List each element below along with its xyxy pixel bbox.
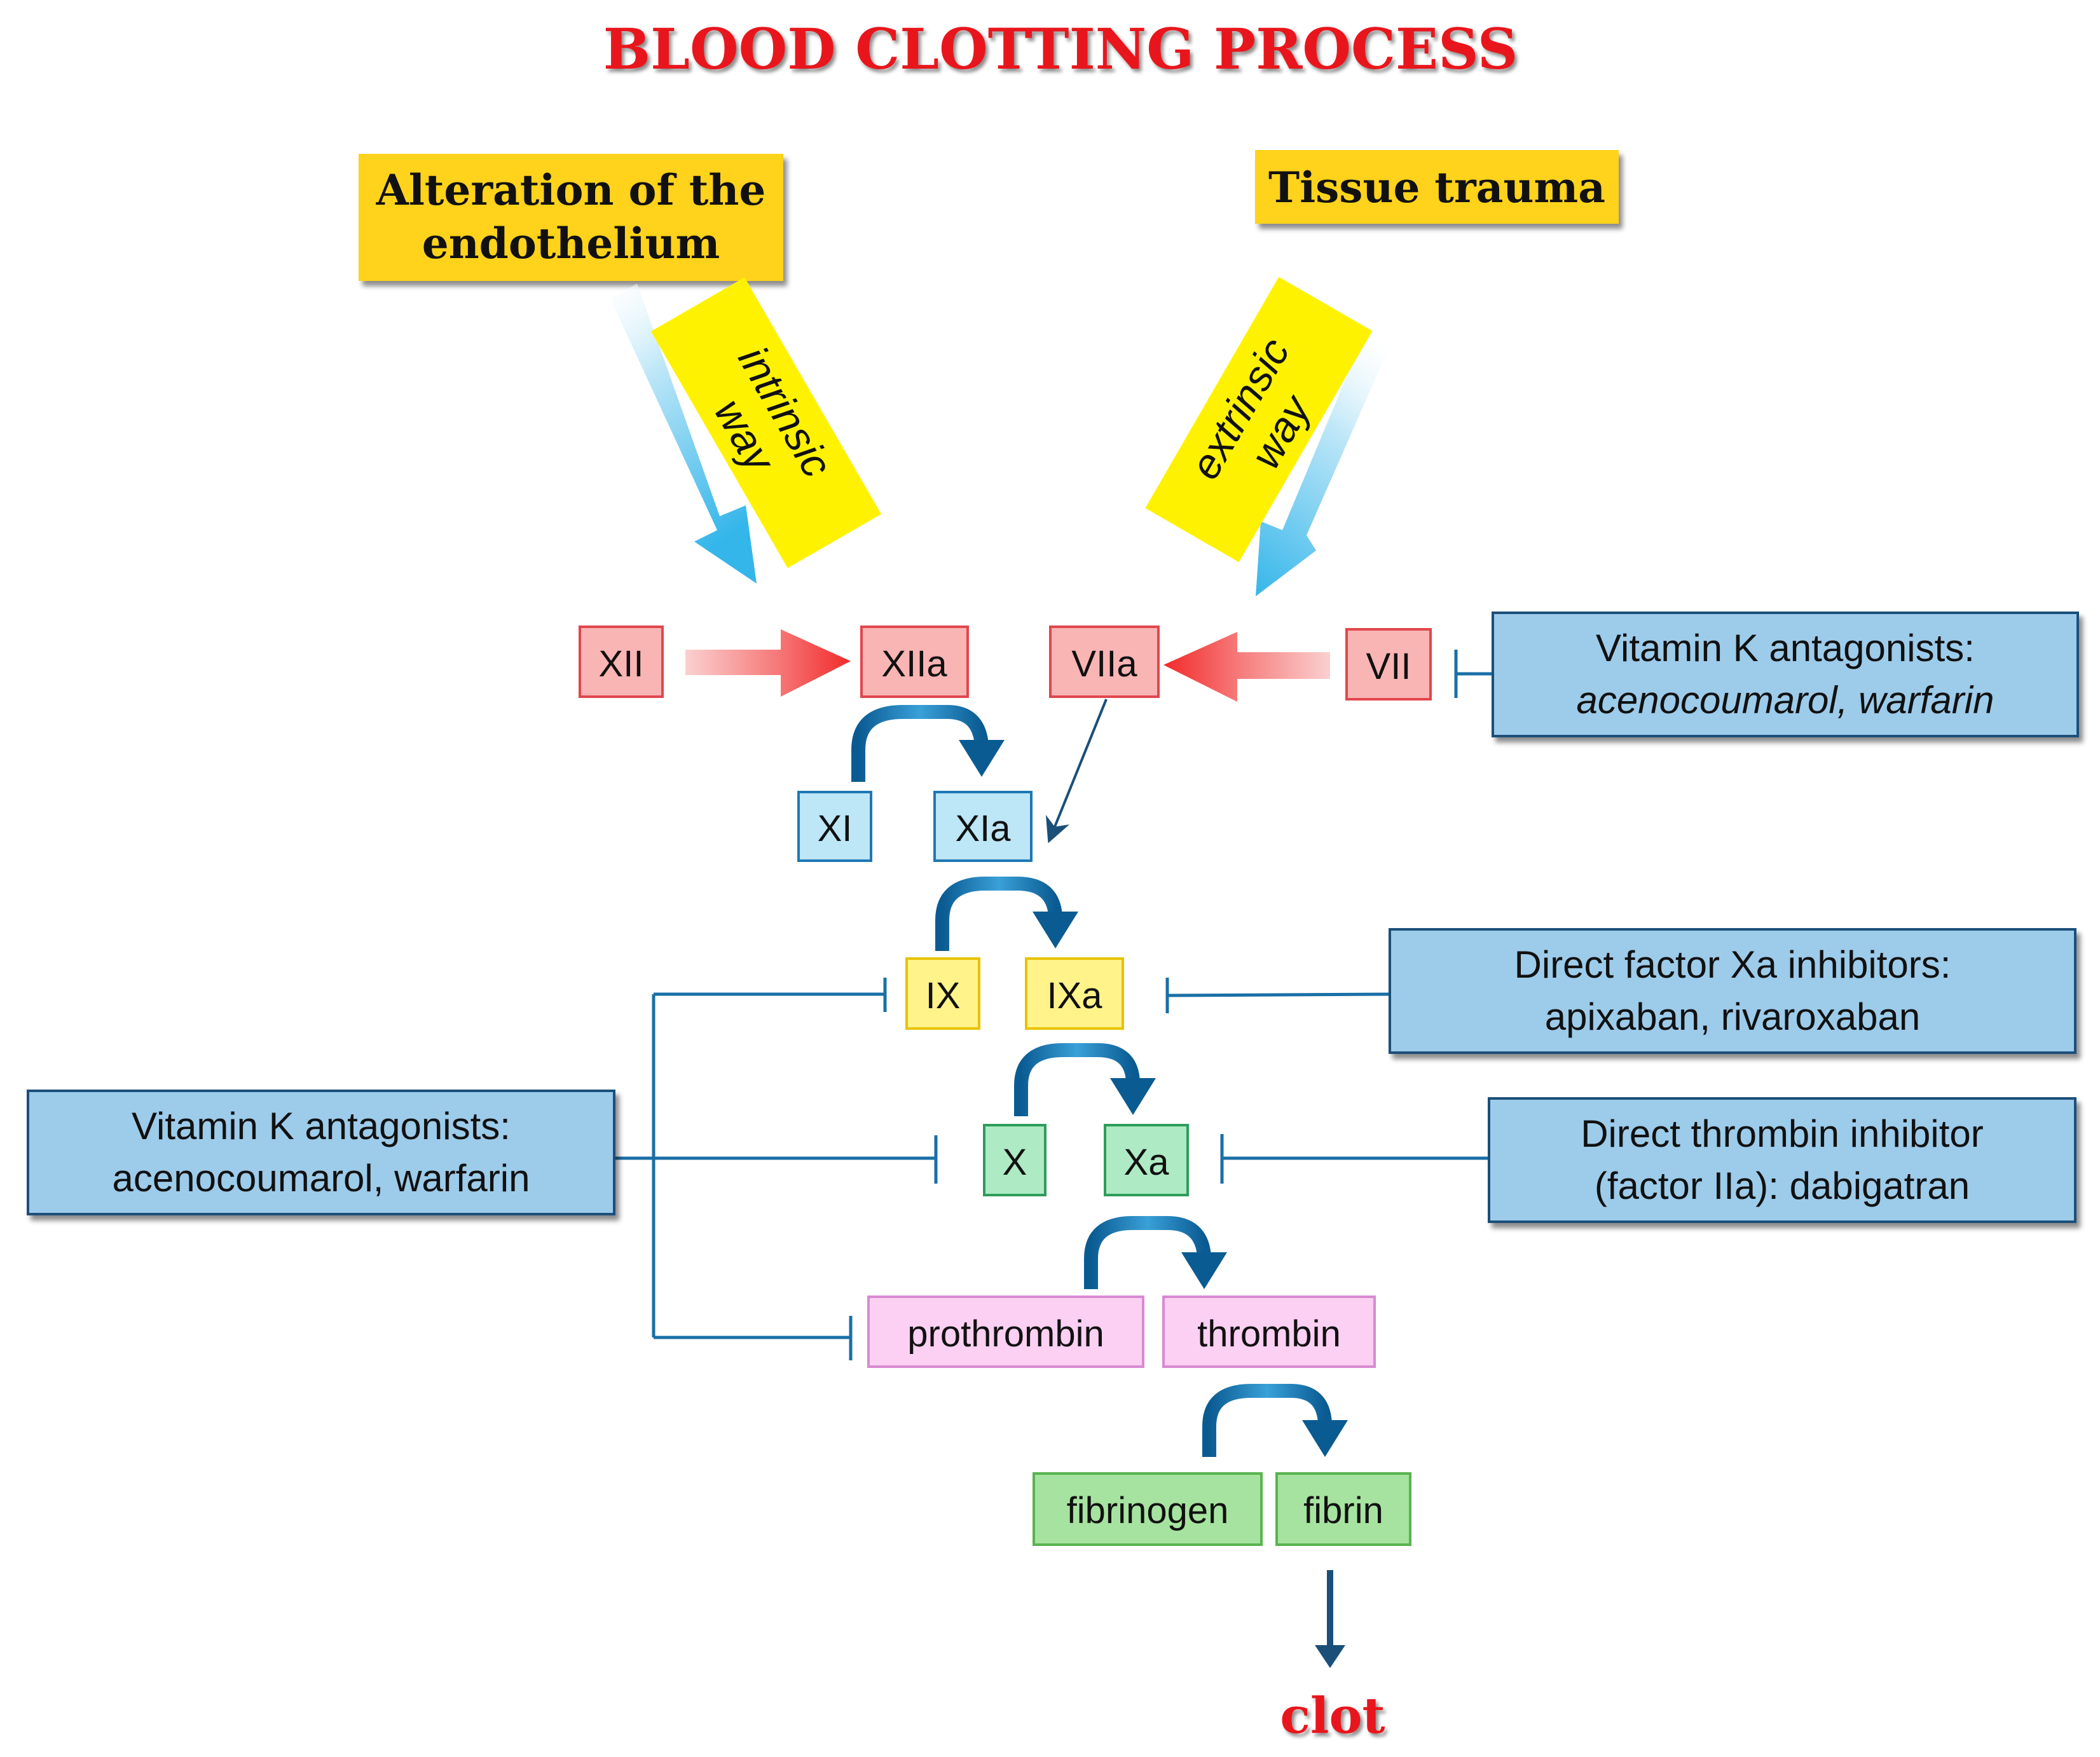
- factor-xa-label: Xa: [1124, 1142, 1170, 1183]
- trigger-trauma-label: Tissue trauma: [1268, 163, 1605, 212]
- factor-xia-label: XIa: [955, 808, 1011, 849]
- drug-box-thrombin-inhibitor: Direct thrombin inhibitor (factor IIa): …: [1488, 1097, 2076, 1223]
- trigger-endothelium-line1: Alteration of the: [376, 165, 766, 215]
- curve-fibrinogen-to-fibrin: [1202, 1384, 1348, 1457]
- factor-viia-label: VIIa: [1071, 643, 1137, 685]
- drug-box-vka-left: Vitamin K antagonists: acenocoumarol, wa…: [27, 1090, 615, 1215]
- factor-fibrin-box: fibrin: [1275, 1472, 1411, 1546]
- curve-ix-to-ixa: [935, 877, 1078, 951]
- factor-fibrinogen-label: fibrinogen: [1067, 1490, 1229, 1531]
- factor-vii-label: VII: [1366, 646, 1411, 687]
- factor-fibrinogen-box: fibrinogen: [1033, 1472, 1263, 1546]
- factor-vii-box: VII: [1345, 628, 1432, 701]
- factor-xii-box: XII: [579, 626, 664, 698]
- viia-to-xia-arrow: [1045, 699, 1108, 844]
- factor-xi-label: XI: [818, 808, 853, 849]
- diagram-title: BLOOD CLOTTING PROCESS: [603, 16, 1518, 82]
- factor-viia-box: VIIa: [1049, 626, 1160, 698]
- factor-xii-label: XII: [599, 643, 644, 685]
- trigger-endothelium: Alteration of the endothelium: [359, 154, 783, 281]
- intrinsic-pathway-arrow: intrinsic way: [610, 277, 882, 584]
- drug-xa-inhibitors-line1: Direct factor Xa inhibitors:: [1514, 943, 1951, 986]
- inhibition-vka-top-to-vii: [1454, 650, 1493, 698]
- drug-vka-top-line2: acenocoumarol, warfarin: [1577, 679, 1994, 721]
- curve-prothrombin-to-thrombin: [1084, 1216, 1227, 1289]
- xii-to-xiia-arrow: [685, 629, 851, 697]
- inhibition-xa-inhibitors-to-xa: [1165, 978, 1390, 1013]
- drug-thrombin-inhibitor-line1: Direct thrombin inhibitor: [1581, 1112, 1984, 1155]
- drug-vka-left-line1: Vitamin K antagonists:: [132, 1105, 511, 1147]
- curve-xi-to-xia: [851, 705, 1005, 782]
- inhibition-vka-left-bracket: [614, 978, 938, 1360]
- factor-thrombin-box: thrombin: [1162, 1296, 1376, 1368]
- drug-vka-top-line1: Vitamin K antagonists:: [1596, 627, 1975, 669]
- factor-ixa-box: IXa: [1025, 957, 1124, 1030]
- factor-ix-label: IX: [926, 975, 961, 1016]
- factor-x-box: X: [983, 1124, 1047, 1196]
- drug-box-vka-top: Vitamin K antagonists: acenocoumarol, wa…: [1492, 612, 2079, 737]
- factor-xiia-box: XIIa: [860, 626, 969, 698]
- trigger-tissue-trauma: Tissue trauma: [1255, 150, 1619, 224]
- drug-xa-inhibitors-line2: apixaban, rivaroxaban: [1545, 995, 1920, 1038]
- factor-xi-box: XI: [797, 791, 872, 862]
- extrinsic-pathway-arrow: extrinsic way: [1145, 277, 1408, 596]
- vii-to-viia-arrow: [1163, 632, 1330, 702]
- factor-x-label: X: [1003, 1142, 1027, 1183]
- factor-prothrombin-box: prothrombin: [867, 1296, 1144, 1368]
- drug-thrombin-inhibitor-line2: (factor IIa): dabigatran: [1595, 1165, 1970, 1207]
- curve-x-to-xa: [1014, 1043, 1156, 1116]
- factor-ix-box: IX: [905, 957, 980, 1030]
- fibrin-to-clot-arrow: [1315, 1570, 1345, 1668]
- factor-xiia-label: XIIa: [881, 643, 947, 685]
- factor-prothrombin-label: prothrombin: [907, 1313, 1104, 1355]
- drug-vka-left-line2: acenocoumarol, warfarin: [113, 1157, 530, 1200]
- factor-thrombin-label: thrombin: [1197, 1313, 1341, 1355]
- drug-box-xa-inhibitors: Direct factor Xa inhibitors: apixaban, r…: [1389, 928, 2076, 1054]
- trigger-endothelium-line2: endothelium: [422, 219, 720, 268]
- clot-label: clot: [1280, 1687, 1385, 1745]
- factor-xia-box: XIa: [933, 791, 1033, 862]
- factor-fibrin-label: fibrin: [1303, 1490, 1383, 1531]
- inhibition-thrombin-inhibitor-to-thrombin: [1220, 1134, 1489, 1184]
- factor-ixa-label: IXa: [1047, 975, 1102, 1016]
- factor-xa-box: Xa: [1104, 1124, 1189, 1196]
